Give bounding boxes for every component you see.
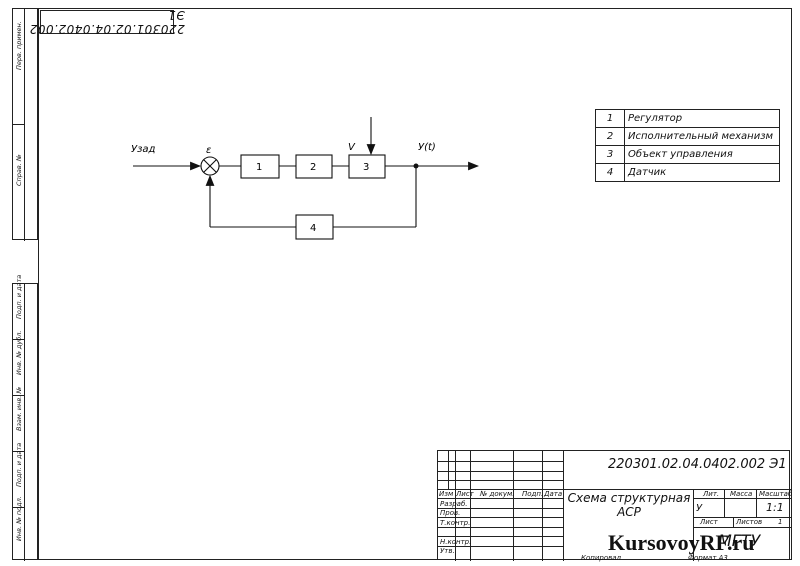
- scale-label: Масштаб: [759, 490, 793, 498]
- legend-text: Исполнительный механизм: [624, 127, 780, 146]
- input-label: Узад: [131, 144, 156, 155]
- doc-name: Схема структурная АСР: [567, 491, 691, 519]
- sum-label: ε: [206, 145, 212, 156]
- row-label: Н.контр.: [440, 538, 472, 546]
- watermark-logo: KursovoyRF.ru: [608, 530, 755, 555]
- row-label: Пров.: [440, 509, 461, 517]
- block-3-label: 3: [363, 162, 369, 173]
- sheet-label: Лист: [700, 518, 718, 526]
- block-2-label: 2: [310, 162, 316, 173]
- left-strip-lower: Подп. и дата Инв. № дубл. Взам. инв. № П…: [12, 275, 38, 561]
- sheets-label: Листов: [736, 518, 763, 526]
- title-block: 220301.02.04.0402.002 Э1 Схема структурн…: [437, 450, 793, 562]
- row-label: Т.контр.: [440, 519, 471, 527]
- legend-num: 2: [595, 127, 625, 146]
- lit-label: Лит.: [703, 490, 720, 498]
- mass-label: Масса: [730, 490, 753, 498]
- legend-num: 4: [595, 163, 625, 182]
- col-header: Изм: [439, 490, 454, 498]
- left-strip-upper: Перв. примен. Справ. №: [12, 8, 38, 241]
- branch-point: [413, 163, 419, 169]
- block-4-label: 4: [310, 223, 316, 234]
- legend-text: Регулятор: [624, 109, 780, 128]
- sheets-value: 1: [778, 518, 783, 526]
- legend-text: Датчик: [624, 163, 780, 182]
- legend-num: 3: [595, 145, 625, 164]
- row-label: Утв.: [440, 547, 455, 555]
- block-1-label: 1: [256, 162, 262, 173]
- format-label: Формат А3: [688, 554, 728, 562]
- disturbance-label: V: [348, 142, 356, 153]
- output-label: У(t): [418, 142, 436, 153]
- legend-num: 1: [595, 109, 625, 128]
- scale-value: 1:1: [766, 501, 784, 514]
- legend-text: Объект управления: [624, 145, 780, 164]
- doc-code: 220301.02.04.0402.002 Э1: [608, 457, 787, 472]
- org-name: МГТУ: [718, 531, 761, 550]
- col-header: Подп.: [522, 490, 544, 498]
- drawing-frame: [38, 8, 792, 560]
- lit-value: У: [696, 503, 703, 514]
- col-header: Лист: [456, 490, 474, 498]
- row-label: Разраб.: [440, 500, 468, 508]
- copied-label: Копировал: [581, 554, 621, 562]
- col-header: Дата: [544, 490, 563, 498]
- col-header: № докум.: [480, 490, 515, 498]
